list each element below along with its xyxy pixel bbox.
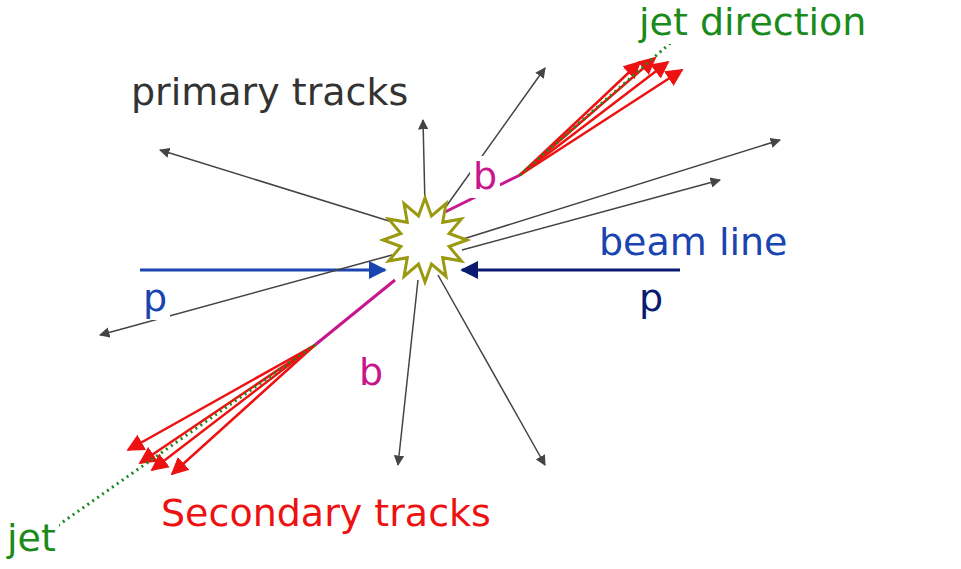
secondary-track (520, 70, 682, 175)
beam-arrow (462, 269, 680, 272)
primary-track (160, 150, 402, 225)
secondary-track (172, 345, 315, 474)
particle-label: p (636, 278, 666, 320)
particle-label: p (140, 278, 170, 320)
primary-track (100, 255, 392, 335)
secondary-track (128, 345, 315, 450)
primary-tracks (100, 68, 780, 465)
b-quark-lines (315, 175, 520, 345)
primary-track (398, 280, 418, 465)
beam-label: beam line (596, 222, 790, 264)
jet-label: jet direction (636, 2, 869, 44)
collision-star (383, 198, 467, 282)
primary-track (423, 120, 425, 205)
beam-arrow (140, 269, 385, 272)
primary-track (438, 275, 545, 465)
quark-label: b (470, 156, 500, 198)
b-quark-line (315, 280, 395, 345)
track-label: primary tracks (128, 72, 411, 114)
secondary-track (520, 62, 668, 175)
jet-axes (30, 10, 708, 545)
quark-label: b (356, 352, 386, 394)
secondary-tracks (128, 58, 682, 474)
jet-label: jet (4, 518, 59, 560)
primary-track (440, 68, 545, 215)
track-label: Secondary tracks (158, 493, 494, 535)
